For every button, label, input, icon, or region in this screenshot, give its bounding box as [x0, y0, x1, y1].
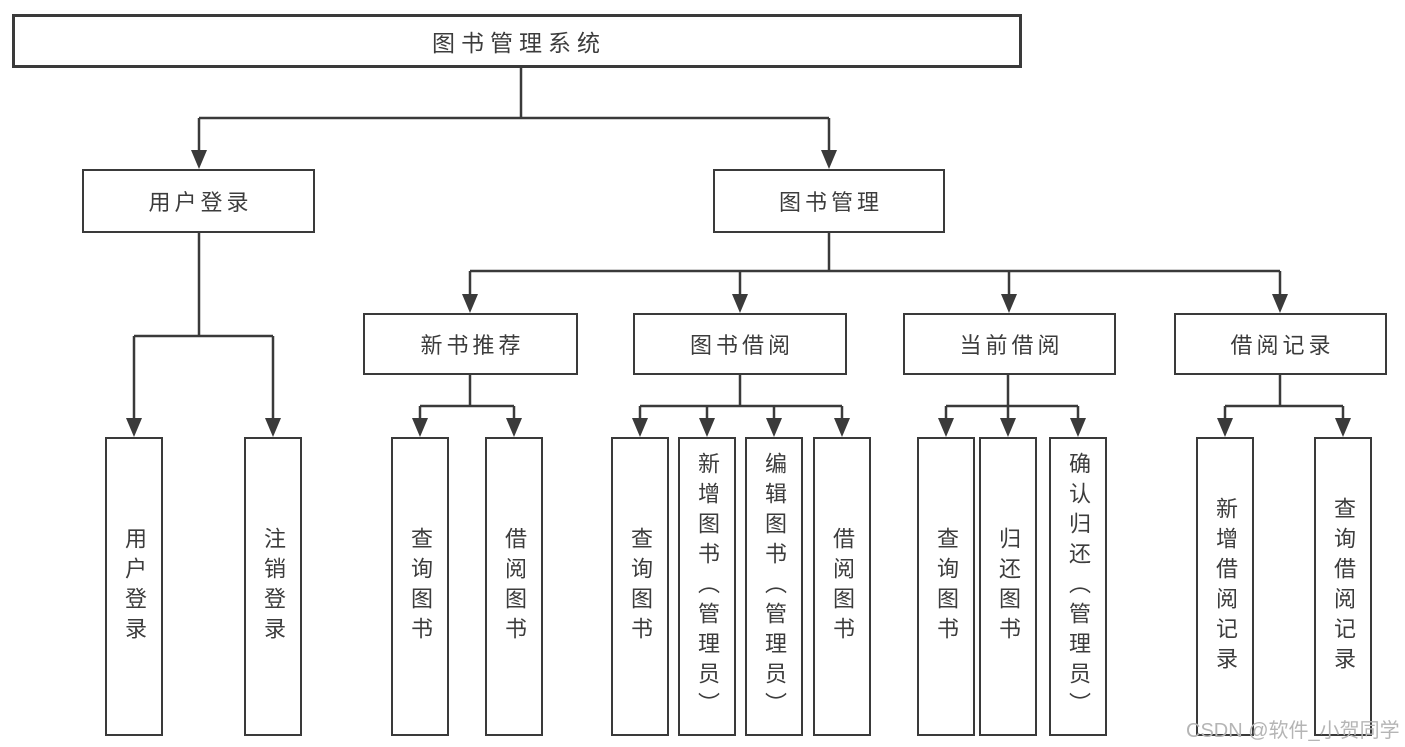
node-label: 用户登录	[122, 526, 147, 647]
leaf-borrow-book-recommend: 借阅图书	[485, 437, 543, 736]
node-book-management: 图书管理	[713, 169, 945, 233]
node-label: 图书借阅	[689, 333, 794, 358]
connector-current-borrow-to-leaves	[944, 375, 1080, 420]
node-label: 查询图书	[934, 526, 959, 647]
node-library-management-system: 图书管理系统	[12, 14, 1022, 68]
leaf-query-book-current: 查询图书	[917, 437, 975, 736]
leaf-add-borrow-record: 新增借阅记录	[1196, 437, 1254, 736]
node-label: 借阅图书	[830, 526, 855, 647]
node-label: 图书管理系统	[432, 30, 606, 56]
leaf-confirm-return-admin: 确认归还（管理员）	[1049, 437, 1107, 736]
leaf-query-borrow-record: 查询借阅记录	[1314, 437, 1372, 736]
node-label: 新书推荐	[420, 333, 525, 358]
node-borrow-records: 借阅记录	[1174, 313, 1387, 375]
leaf-query-book-borrow: 查询图书	[611, 437, 669, 736]
leaf-logout: 注销登录	[244, 437, 302, 736]
leaf-user-login: 用户登录	[105, 437, 163, 736]
node-new-book-recommend: 新书推荐	[363, 313, 578, 375]
node-label: 新增图书（管理员）	[695, 451, 720, 722]
node-label: 归还图书	[996, 526, 1021, 647]
node-label: 编辑图书（管理员）	[762, 451, 787, 722]
leaf-query-book-recommend: 查询图书	[391, 437, 449, 736]
node-book-borrow: 图书借阅	[633, 313, 847, 375]
arrowheads	[126, 150, 1351, 437]
node-label: 查询图书	[628, 526, 653, 647]
connector-book-borrow-to-leaves	[638, 375, 844, 420]
node-label: 借阅记录	[1230, 333, 1335, 358]
node-label: 查询借阅记录	[1331, 496, 1356, 677]
watermark: CSDN @软件_小贺同学	[1186, 720, 1400, 742]
connector-book-management-to-level3	[468, 233, 1282, 296]
connector-user-login-to-leaves	[132, 233, 275, 420]
connector-root-to-level2	[197, 68, 831, 152]
node-label: 查询图书	[408, 526, 433, 647]
node-label: 新增借阅记录	[1213, 496, 1238, 677]
connector-new-book-recommend-to-leaves	[418, 375, 516, 420]
node-label: 当前借阅	[959, 333, 1064, 358]
node-label: 借阅图书	[502, 526, 527, 647]
leaf-add-book-admin: 新增图书（管理员）	[678, 437, 736, 736]
leaf-return-book: 归还图书	[979, 437, 1037, 736]
node-current-borrow: 当前借阅	[903, 313, 1116, 375]
node-user-login: 用户登录	[82, 169, 315, 233]
node-label: 图书管理	[778, 190, 883, 215]
connector-borrow-records-to-leaves	[1223, 375, 1345, 420]
node-label: 用户登录	[148, 190, 253, 215]
leaf-borrow-book: 借阅图书	[813, 437, 871, 736]
leaf-edit-book-admin: 编辑图书（管理员）	[745, 437, 803, 736]
node-label: 确认归还（管理员）	[1066, 451, 1091, 722]
node-label: 注销登录	[261, 526, 286, 647]
